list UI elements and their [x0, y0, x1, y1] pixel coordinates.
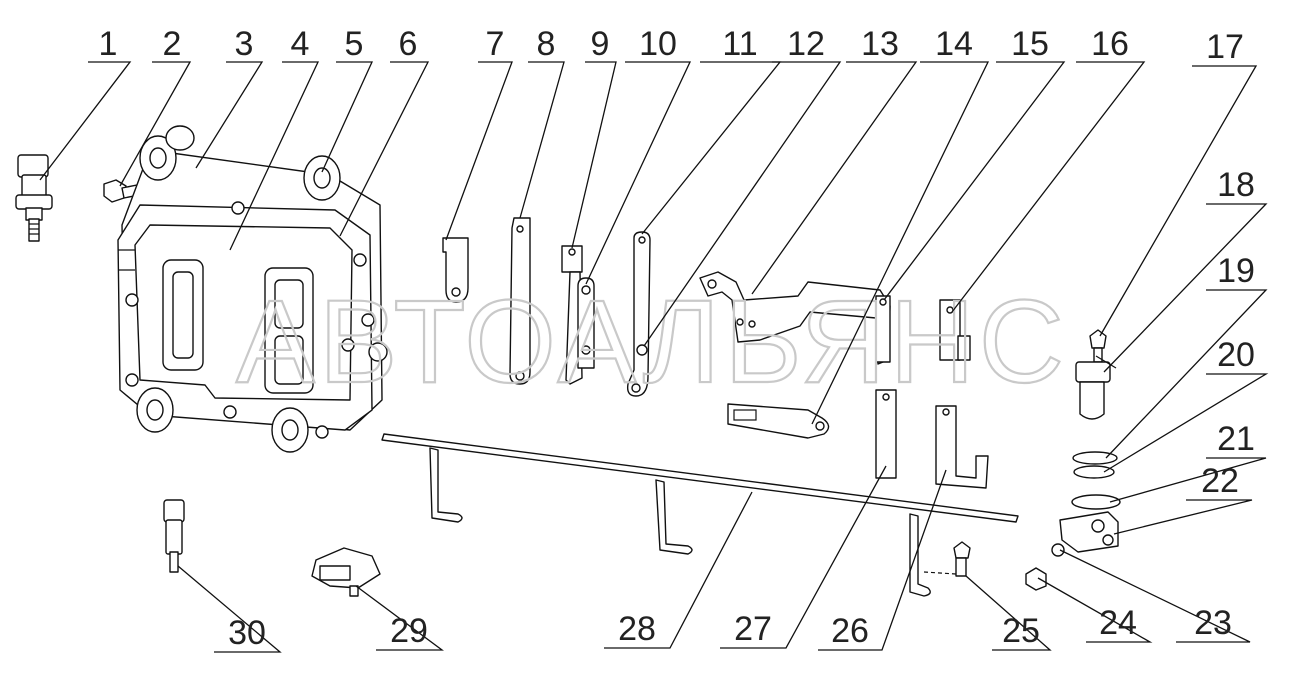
part-bracket-15 [875, 295, 891, 363]
part-sensor-holder [1059, 511, 1119, 553]
part-pressure-sensor [15, 154, 53, 242]
part-bracket-27 [875, 389, 897, 479]
part-bracket-26 [935, 405, 989, 489]
callout-25: 25 [1002, 612, 1040, 650]
callout-15: 15 [1011, 25, 1049, 63]
callout-29: 29 [390, 612, 428, 650]
part-bolt-24 [1025, 567, 1047, 591]
part-bracket-10 [577, 277, 595, 369]
part-engine-control-unit [117, 125, 388, 453]
callout-11: 11 [722, 25, 757, 63]
part-bolt-25 [923, 541, 971, 577]
callout-23: 23 [1194, 604, 1232, 642]
callout-21: 21 [1217, 420, 1255, 458]
part-map-sensor [311, 547, 381, 597]
part-bracket-8 [509, 217, 531, 385]
callout-16: 16 [1091, 25, 1129, 63]
part-washers [1071, 451, 1121, 510]
part-speed-sensor [1075, 329, 1117, 420]
part-harness-rail [381, 433, 1019, 597]
callout-24: 24 [1099, 604, 1137, 642]
callout-12: 12 [787, 25, 825, 63]
part-washer-23 [1051, 543, 1065, 557]
callout-13: 13 [861, 25, 899, 63]
part-bracket-12 [636, 344, 648, 356]
callout-26: 26 [831, 612, 869, 650]
part-temperature-sensor [163, 499, 185, 573]
callout-17: 17 [1206, 28, 1244, 66]
callout-3: 3 [235, 25, 254, 63]
callout-6: 6 [399, 25, 418, 63]
callout-7: 7 [486, 25, 505, 63]
callout-8: 8 [537, 25, 556, 63]
callout-28: 28 [618, 610, 656, 648]
callout-2: 2 [163, 25, 182, 63]
callout-18: 18 [1217, 166, 1255, 204]
callout-20: 20 [1217, 336, 1255, 374]
callout-22: 22 [1201, 462, 1239, 500]
callout-5: 5 [345, 25, 364, 63]
callout-14: 14 [935, 25, 973, 63]
callout-19: 19 [1217, 252, 1255, 290]
part-bracket-14 [727, 403, 830, 439]
part-bracket-13 [699, 271, 891, 365]
part-bracket-7 [442, 237, 469, 303]
callout-4: 4 [291, 25, 310, 63]
callout-9: 9 [591, 25, 610, 63]
callout-10: 10 [639, 25, 677, 63]
callout-27: 27 [734, 610, 772, 648]
watermark-text: АВТОАЛЬЯНС [236, 276, 1068, 408]
callout-30: 30 [228, 614, 266, 652]
callout-numbers: 1 2 3 4 5 6 7 8 9 10 11 12 13 14 15 16 1… [99, 25, 1255, 652]
leader-lines [39, 61, 1269, 653]
callout-1: 1 [99, 25, 118, 63]
